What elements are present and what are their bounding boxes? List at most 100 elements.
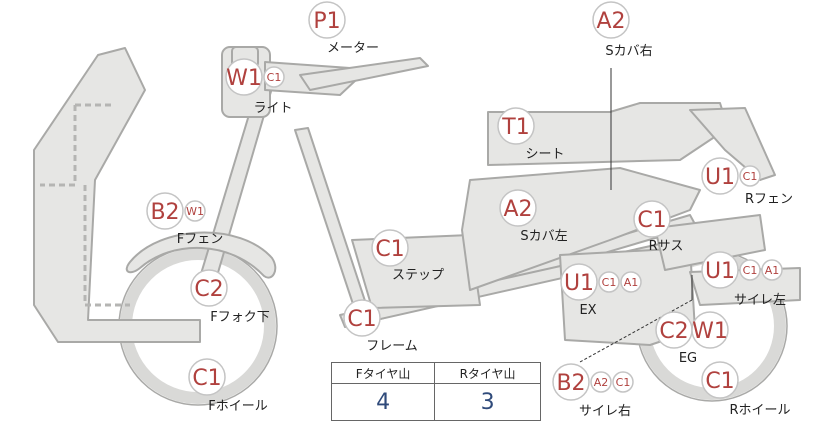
damage-code: C1 (192, 366, 221, 391)
damage-code: C1 (616, 376, 631, 389)
damage-code-badge (308, 1, 346, 39)
damage-code-badge (701, 251, 739, 289)
tread-value-row: 4 3 (330, 383, 541, 421)
damage-code-badge (620, 271, 642, 293)
damage-code-badge (701, 157, 739, 195)
damage-code: C1 (743, 264, 758, 277)
front-fender-shape (125, 231, 277, 279)
leader-silencer-right (579, 299, 693, 363)
damage-code: P1 (313, 9, 340, 34)
damage-code: U1 (564, 271, 594, 296)
tread-header-row: Fタイヤ山 Rタイヤ山 (330, 362, 541, 384)
part-meter: P1 メーター (308, 1, 379, 56)
damage-code: C1 (602, 276, 617, 289)
tire-tread-table: Fタイヤ山 Rタイヤ山 4 3 (330, 362, 541, 421)
part-label: EX (579, 303, 596, 318)
damage-code: C2 (659, 319, 688, 344)
part-silencer-right: B2 A2 C1 サイレ右 (552, 363, 634, 419)
damage-code-badge (188, 358, 226, 396)
damage-code: C1 (375, 237, 404, 262)
part-step: C1 ステップ (371, 229, 444, 283)
damage-code-badge (739, 165, 761, 187)
damage-code: W1 (186, 205, 204, 218)
damage-code-badge (560, 263, 598, 301)
damage-code: A1 (765, 264, 780, 277)
damage-code-badge (146, 192, 184, 230)
damage-code: A2 (594, 376, 609, 389)
leader-lines (579, 68, 693, 363)
damage-code-badge (701, 361, 739, 399)
damage-code: A1 (624, 276, 639, 289)
damage-code-badge (343, 299, 381, 337)
damage-code-badge (497, 107, 535, 145)
damage-code-badge (761, 259, 783, 281)
part-label: シート (525, 147, 564, 162)
damage-code-badge (263, 66, 285, 88)
part-label: Rサス (649, 239, 684, 254)
part-seat: T1 シート (497, 107, 565, 162)
damage-code-badge (592, 1, 630, 39)
damage-code: B2 (556, 371, 585, 396)
damage-code-badge (590, 371, 612, 393)
damage-code: W1 (226, 66, 262, 91)
part-label: Sカバ右 (605, 44, 652, 59)
damage-code-badge (691, 311, 729, 349)
part-label: サイレ右 (579, 404, 631, 419)
part-label: Fフォク下 (210, 310, 269, 325)
rear-tread-header: Rタイヤ山 (434, 362, 541, 384)
damage-code: A2 (596, 9, 625, 34)
damage-code-badge (598, 271, 620, 293)
damage-code: U1 (705, 165, 735, 190)
part-label: ステップ (392, 268, 444, 283)
damage-code-badge (184, 200, 206, 222)
damage-code: B2 (150, 200, 179, 225)
front-tread-value: 4 (330, 383, 436, 421)
damage-code: C1 (637, 208, 666, 233)
part-label: メーター (327, 41, 379, 56)
damage-code-badge (633, 200, 671, 238)
part-label: Fホイール (208, 399, 267, 414)
damage-code-badge (371, 229, 409, 267)
damage-code: C1 (267, 71, 282, 84)
damage-code-badge (612, 371, 634, 393)
part-label: サイレ左 (734, 293, 786, 308)
rear-fender-shape (689, 107, 776, 181)
rear-tread-value: 3 (434, 383, 541, 421)
damage-code-badge (739, 259, 761, 281)
handlebar-shape (299, 57, 429, 91)
damage-code: U1 (705, 259, 735, 284)
damage-code: A2 (503, 197, 532, 222)
fairing-seam (40, 103, 130, 307)
damage-code: C2 (194, 277, 223, 302)
damage-code-badge (190, 269, 228, 307)
damage-code: C1 (347, 307, 376, 332)
part-label: Fフェン (177, 232, 223, 247)
damage-code: C1 (705, 369, 734, 394)
damage-code: C1 (743, 170, 758, 183)
front-tread-header: Fタイヤ山 (330, 362, 436, 384)
part-label: Sカバ左 (520, 229, 567, 244)
part-label: Rフェン (745, 192, 793, 207)
part-label: EG (679, 351, 697, 366)
damage-code-badge (552, 363, 590, 401)
damage-code-badge (499, 189, 537, 227)
damage-code: W1 (692, 319, 728, 344)
part-silencer-left: U1 C1 A1 サイレ左 (701, 251, 786, 308)
damage-code-badge (225, 58, 263, 96)
part-label: Rホイール (729, 403, 790, 418)
damage-code: T1 (501, 115, 529, 140)
front-fairing-shape (33, 47, 201, 343)
